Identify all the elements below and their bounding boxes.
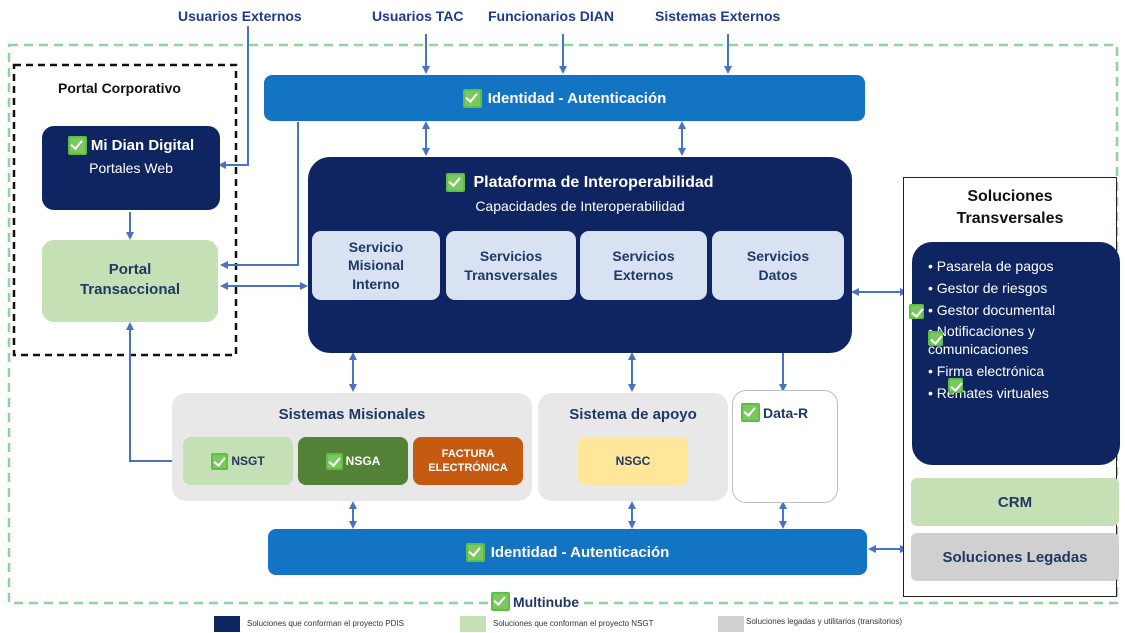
item-label: Pasarela de pagos [936,258,1054,274]
data-r-label: Data-R [763,404,809,421]
legend-label-legadas: Soluciones legadas y utilitarios (transi… [746,617,903,626]
portal-corporativo-title: Portal Corporativo [58,80,181,96]
nsga-label: NSGA [345,454,381,468]
portal-corporativo-boundary [12,63,238,357]
service-line: Misional [347,257,404,274]
service-line: Datos [758,266,798,283]
mi-dian-digital-title: Mi Dian Digital [90,137,195,154]
identity-bottom-label: Identidad - Autenticación [490,543,670,561]
check-icon [465,542,485,562]
usuarios-externos-label: Usuarios Externos [178,8,302,24]
multinube-label: Multinube [488,592,583,611]
check-icon [446,173,466,192]
item-label: Gestor documental [936,301,1056,318]
factura-electronica-box: FACTURA ELECTRÓNICA [413,437,523,485]
factura-line: ELECTRÓNICA [428,462,508,474]
nsgt-label: NSGT [231,454,265,468]
item-label: Gestor de riesgos [936,279,1048,296]
list-item: • Gestor documental [928,301,1056,318]
item-label: Firma electrónica [936,362,1045,379]
check-icon [909,304,924,319]
legend-swatch-legadas [718,616,744,632]
usuarios-tac-label: Usuarios TAC [372,8,464,24]
item-label: Remates virtuales [936,384,1049,401]
title-line: Transversales [956,209,1064,227]
sistemas-misionales-title: Sistemas Misionales [278,406,426,423]
nsgt-box: NSGT [183,437,293,485]
check-icon [491,592,510,611]
check-icon [211,452,229,470]
service-line: Servicios [479,248,543,265]
nsga-box: NSGA [298,437,408,485]
soluciones-transversales-title: Soluciones Transversales [903,186,1117,229]
list-item: • Gestor de riesgos [928,279,1048,296]
service-line: Servicios [612,248,675,265]
service-line: Externos [613,266,674,283]
soluciones-transversales-box [912,242,1120,465]
plataforma-subtitle: Capacidades de Interoperabilidad [475,198,685,214]
nsgc-box: NSGC [578,437,688,485]
legend-label-nsgt: Soluciones que conforman el proyecto NSG… [493,619,654,628]
list-item: • Notificaciones y comunicaciones [912,323,1108,359]
service-line: Transversales [464,266,558,283]
crm-box: CRM [911,478,1119,526]
portal-transaccional-line2: Transaccional [79,281,181,299]
soluciones-list: • Pasarela de pagos • Gestor de riesgos … [912,258,1112,402]
funcionarios-dian-label: Funcionarios DIAN [488,8,615,24]
portal-transaccional-box: Portal Transaccional [42,240,218,322]
portal-transaccional-line1: Portal [108,261,152,278]
check-icon [325,452,343,470]
factura-line: FACTURA [441,447,495,460]
sistemas-externos-label: Sistemas Externos [655,8,781,24]
list-item: • Pasarela de pagos [928,258,1054,274]
sistema-apoyo-title: Sistema de apoyo [569,406,697,423]
service-line: Interno [352,275,400,292]
arrow-portal-nsgt [126,322,182,465]
multinube-text: Multinube [513,593,580,610]
title-line: Soluciones [967,188,1053,205]
legend-swatch-pdis [214,616,240,632]
identity-bottom-bar: Identidad - Autenticación [268,529,867,575]
arrow-identity-portal [220,122,299,269]
identity-top-label: Identidad - Autenticación [487,89,667,107]
arrow-usuarios-externos [218,26,249,169]
identity-top-bar: Identidad - Autenticación [264,75,865,121]
legend-swatch-nsgt [460,616,486,632]
list-item: • Remates virtuales [928,384,1049,401]
service-line: Servicios [746,248,810,265]
mi-dian-digital-subtitle: Portales Web [89,160,173,176]
mi-dian-digital-box: Mi Dian Digital Portales Web [42,126,220,210]
check-icon [67,136,87,155]
legend-label-pdis: Soluciones que conforman el proyecto PDI… [247,619,404,628]
check-icon [462,88,482,108]
item-label: Notificaciones y comunicaciones [928,323,1035,358]
data-r-box: Data-R [732,390,838,503]
check-icon [741,403,760,422]
soluciones-legadas-box: Soluciones Legadas [911,533,1119,581]
check-icon [928,331,944,346]
plataforma-title: Plataforma de Interoperabilidad [473,173,714,191]
list-item: • Firma electrónica [928,362,1045,379]
service-line: Servicio [348,239,404,256]
check-icon [947,378,963,393]
